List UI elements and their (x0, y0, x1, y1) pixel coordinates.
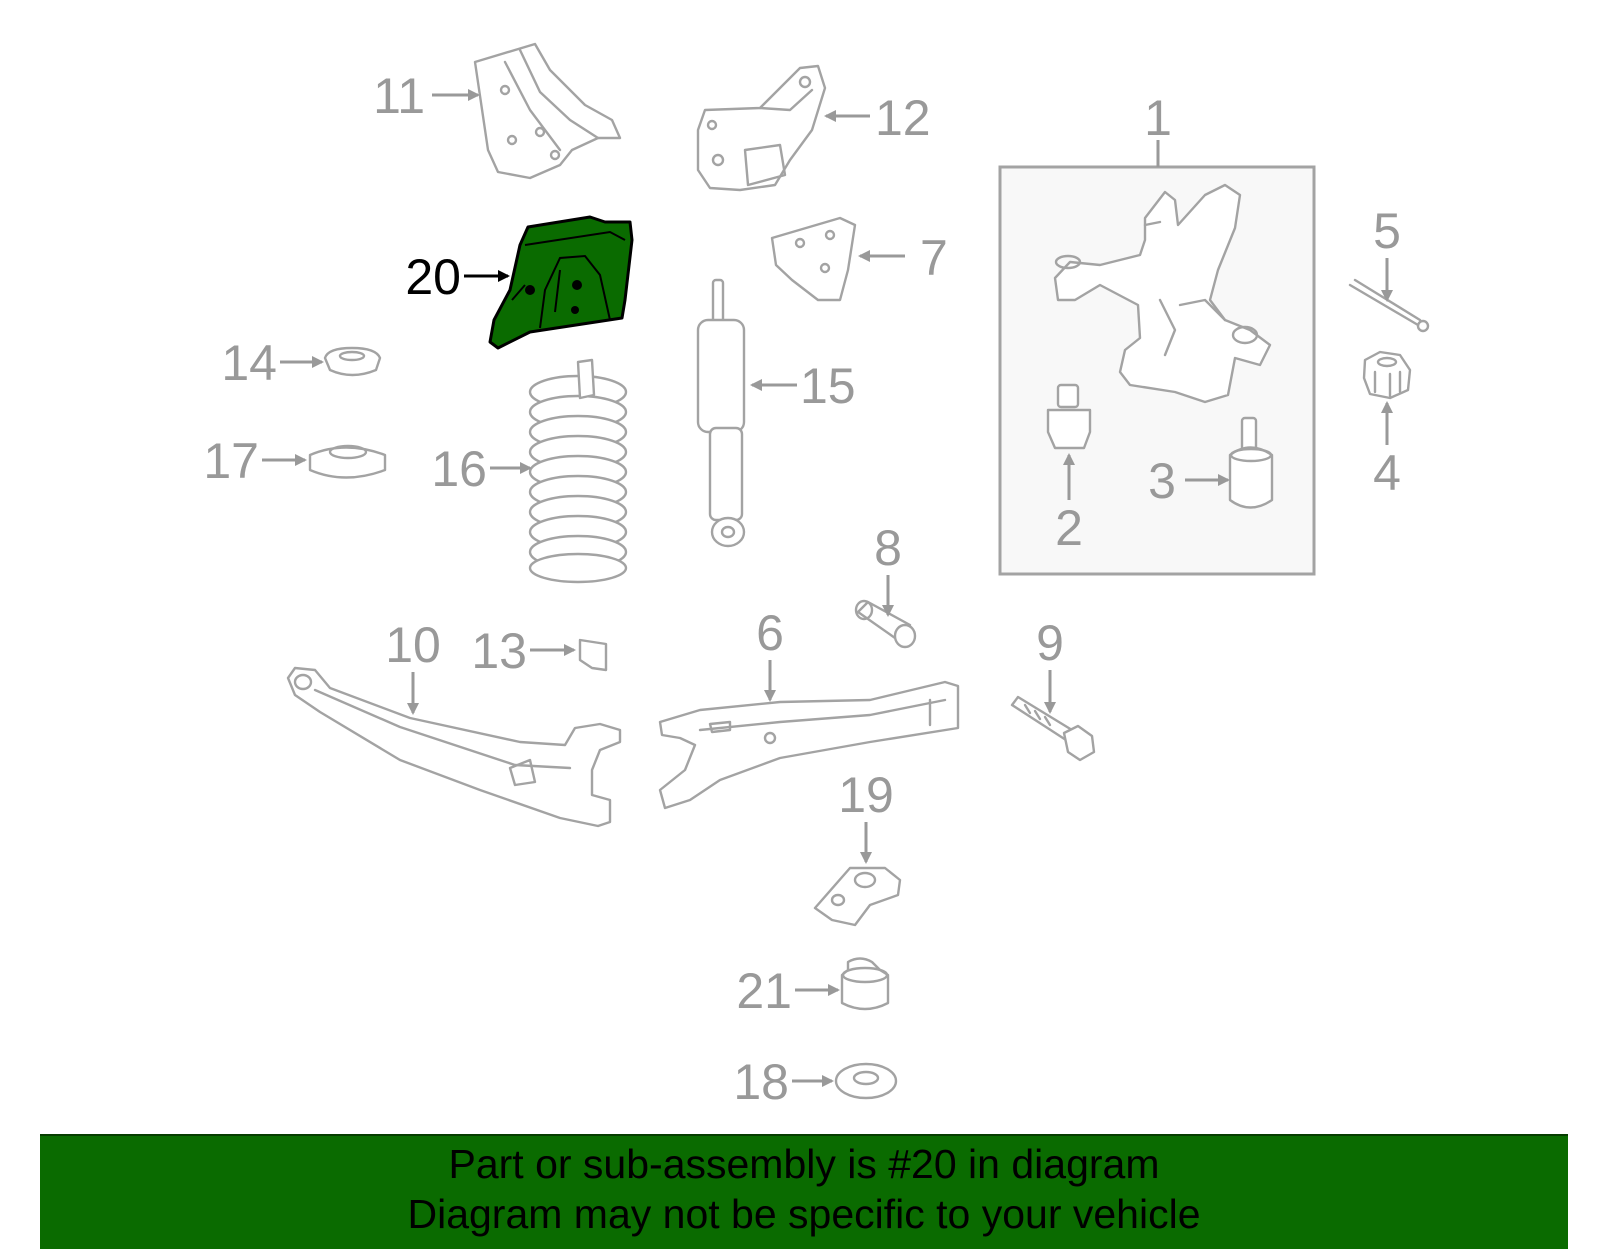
callout-15: 15 (800, 358, 856, 414)
part-17-insulator[interactable] (308, 444, 387, 479)
callout-14: 14 (221, 335, 277, 391)
callout-3: 3 (1148, 453, 1176, 509)
callout-13: 13 (471, 623, 527, 679)
part-15-shock-absorber[interactable] (696, 278, 746, 548)
part-4-nut[interactable] (1362, 350, 1412, 400)
callout-19: 19 (838, 767, 894, 823)
callout-6: 6 (756, 605, 784, 661)
callout-20: 20 (405, 249, 461, 305)
callout-17: 17 (203, 433, 259, 489)
part-10-axle-arm[interactable] (286, 666, 622, 828)
part-8-sleeve[interactable] (854, 599, 917, 649)
part-6-axle-beam[interactable] (658, 680, 960, 810)
part-11-bracket[interactable] (473, 42, 622, 180)
callout-16: 16 (431, 441, 487, 497)
callout-11: 11 (373, 68, 425, 124)
part-16-coil-spring[interactable] (528, 358, 628, 584)
part-20-highlighted[interactable] (488, 215, 634, 350)
callout-10: 10 (385, 617, 441, 673)
callout-1: 1 (1144, 90, 1172, 146)
callout-21: 21 (736, 963, 792, 1019)
banner-line-part-info: Part or sub-assembly is #20 in diagram (448, 1141, 1160, 1187)
part-13-block[interactable] (578, 638, 608, 672)
part-21-bushing[interactable] (840, 957, 890, 1011)
callout-9: 9 (1036, 615, 1064, 671)
callout-5: 5 (1373, 203, 1401, 259)
callout-2: 2 (1055, 500, 1083, 556)
callout-18: 18 (733, 1054, 789, 1110)
part-19-bracket[interactable] (813, 866, 902, 927)
callout-12: 12 (875, 90, 931, 146)
part-3-ball-joint[interactable] (1228, 416, 1274, 509)
part-2-bushing[interactable] (1046, 383, 1092, 450)
part-7-plate[interactable] (770, 216, 857, 302)
callout-7: 7 (920, 230, 948, 286)
callout-4: 4 (1373, 445, 1401, 501)
part-5-cotter-pin[interactable] (1348, 278, 1430, 333)
part-18-washer[interactable] (834, 1062, 898, 1100)
callout-8: 8 (874, 520, 902, 576)
part-1-knuckle-assembly[interactable] (998, 165, 1316, 576)
banner-line-disclaimer: Diagram may not be specific to your vehi… (407, 1191, 1201, 1237)
info-banner: Part or sub-assembly is #20 in diagram D… (40, 1134, 1568, 1249)
part-14-washer[interactable] (323, 346, 382, 377)
part-12-bracket[interactable] (696, 64, 827, 192)
part-9-bolt[interactable] (1010, 695, 1096, 762)
